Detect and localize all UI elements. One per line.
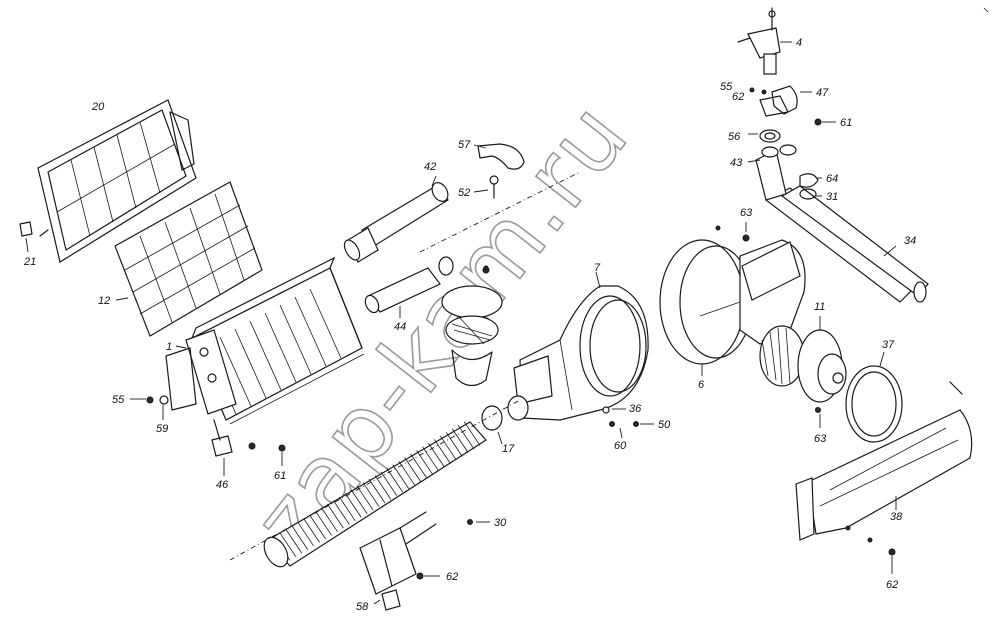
callout-43: 43 bbox=[730, 157, 743, 169]
callout-11: 11 bbox=[814, 301, 825, 313]
hose-rib bbox=[356, 485, 374, 511]
hose-rib bbox=[303, 518, 320, 543]
hose-rib bbox=[344, 493, 362, 518]
fasteners-middle bbox=[602, 406, 654, 439]
hose-rib bbox=[362, 482, 380, 507]
callout-7: 7 bbox=[594, 262, 601, 274]
callout-36: 36 bbox=[629, 403, 642, 415]
callout-20: 20 bbox=[91, 101, 105, 113]
hose-rib bbox=[451, 428, 469, 453]
callout-59: 59 bbox=[156, 423, 168, 435]
hose-rib bbox=[410, 453, 427, 479]
hose-rib bbox=[291, 525, 309, 550]
hose-rib bbox=[463, 421, 481, 446]
hose-rib bbox=[416, 450, 433, 475]
callout-62c: 62 bbox=[886, 579, 898, 591]
callout-56: 56 bbox=[728, 131, 741, 143]
callout-58: 58 bbox=[356, 601, 369, 613]
part-56-nut bbox=[748, 129, 781, 143]
hose-rib bbox=[297, 521, 315, 547]
part-12-mesh-filter bbox=[114, 181, 263, 337]
part-7-blower-housing bbox=[507, 271, 649, 421]
callout-62b: 62 bbox=[732, 91, 744, 103]
hose-rib bbox=[279, 532, 297, 558]
hose-rib bbox=[422, 446, 439, 471]
callout-55b: 55 bbox=[720, 81, 733, 93]
hose-rib bbox=[350, 489, 368, 514]
part-30-nut bbox=[467, 519, 490, 525]
callout-46: 46 bbox=[216, 479, 229, 491]
callout-50: 50 bbox=[658, 419, 671, 431]
part-58-valve-assembly bbox=[359, 511, 440, 611]
callout-44: 44 bbox=[394, 321, 406, 333]
callout-60: 60 bbox=[614, 440, 627, 452]
callout-63a: 63 bbox=[740, 207, 753, 219]
hose-rib bbox=[428, 442, 445, 468]
callout-64: 64 bbox=[826, 173, 838, 185]
hose-rib bbox=[285, 529, 303, 554]
callout-38: 38 bbox=[890, 511, 903, 523]
part-43-fittings bbox=[747, 144, 797, 163]
part-47-elbow bbox=[749, 85, 812, 117]
hose-rib bbox=[368, 478, 386, 504]
callout-61a: 61 bbox=[274, 470, 286, 482]
hose-rib bbox=[333, 500, 350, 525]
callout-17: 17 bbox=[502, 443, 515, 455]
callout-30: 30 bbox=[494, 517, 507, 529]
callout-61b: 61 bbox=[840, 117, 852, 129]
hose-rib bbox=[327, 503, 344, 529]
part-11-fan-rotor bbox=[759, 316, 847, 428]
part-34-long-pipe bbox=[755, 149, 929, 303]
part-38-panel bbox=[795, 381, 973, 574]
callout-31: 31 bbox=[826, 191, 838, 203]
part-63-screw-a bbox=[742, 222, 750, 242]
callout-55a: 55 bbox=[112, 394, 125, 406]
part-6-fan-volute bbox=[659, 225, 806, 376]
part-57-bracket bbox=[473, 143, 525, 199]
part-42-pipe bbox=[343, 175, 449, 263]
air-inlet-grille bbox=[441, 285, 503, 387]
part-61-screw-top bbox=[814, 118, 836, 126]
part-17-ring bbox=[481, 405, 503, 445]
hose-rib bbox=[439, 435, 457, 461]
hose-rib bbox=[338, 496, 356, 522]
hose-rib bbox=[404, 457, 421, 482]
callout-47: 47 bbox=[816, 87, 829, 99]
hose-rib bbox=[309, 514, 326, 540]
callout-6: 6 bbox=[698, 379, 705, 391]
hose-rib bbox=[321, 507, 338, 532]
part-21-clip bbox=[19, 221, 33, 253]
hose-rib bbox=[315, 511, 332, 536]
callout-21: 21 bbox=[23, 256, 36, 268]
hose-clamp-small bbox=[438, 256, 490, 276]
callout-1: 1 bbox=[166, 341, 172, 353]
hose-rib bbox=[380, 471, 398, 497]
callout-34: 34 bbox=[904, 235, 916, 247]
hose-rib bbox=[457, 424, 475, 450]
hose-rib bbox=[434, 439, 451, 464]
callout-4: 4 bbox=[796, 37, 802, 49]
callout-57: 57 bbox=[458, 139, 471, 151]
part-44-straight-pipe bbox=[364, 267, 441, 318]
callout-12: 12 bbox=[98, 295, 110, 307]
part-4-valve bbox=[737, 7, 792, 75]
callout-62a: 62 bbox=[446, 571, 458, 583]
callout-52: 52 bbox=[458, 187, 470, 199]
reference-marks bbox=[483, 7, 989, 271]
parts-64-31-clamp bbox=[799, 173, 822, 200]
callout-42: 42 bbox=[424, 161, 436, 173]
callout-labels: 20 21 12 1 55 59 46 61 42 52 57 44 7 17 … bbox=[23, 37, 916, 613]
callout-37: 37 bbox=[882, 339, 895, 351]
fasteners-left bbox=[130, 395, 286, 476]
part-1-radiator-core bbox=[165, 256, 365, 425]
part-37-gasket bbox=[845, 351, 903, 443]
callout-63b: 63 bbox=[814, 433, 827, 445]
part-20-filter-frame bbox=[37, 99, 197, 263]
hose-rib bbox=[445, 432, 463, 457]
hose-rib bbox=[374, 475, 392, 500]
